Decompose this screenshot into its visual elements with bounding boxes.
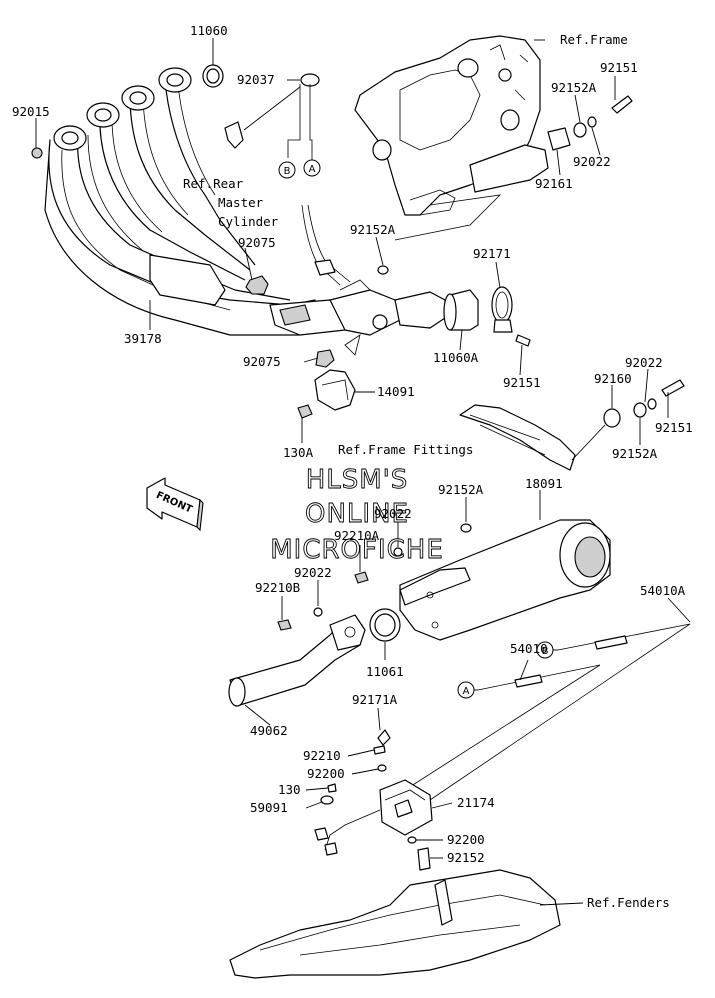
label-130a: 130A xyxy=(283,445,314,460)
label-54010: 54010 xyxy=(510,641,548,656)
washer-92022-low2 xyxy=(313,607,323,617)
cable-54010 xyxy=(404,664,601,791)
washer-92152a-mid xyxy=(377,265,389,275)
gasket-11061 xyxy=(369,608,401,642)
label-92022-low2: 92022 xyxy=(294,565,332,580)
screw-130 xyxy=(327,783,337,793)
label-92161: 92161 xyxy=(535,176,573,191)
sleeve-11060a xyxy=(443,289,479,331)
label-92152a-right: 92152A xyxy=(612,446,658,461)
label-ref-fenders: Ref.Fenders xyxy=(587,895,670,910)
watermark: HLSM'S ONLINE MICROFICHE xyxy=(270,465,444,566)
gasket-11060 xyxy=(202,64,224,88)
label-54010a: 54010A xyxy=(640,583,686,598)
frame-fittings-bracket xyxy=(459,379,685,471)
clamp-92171 xyxy=(491,286,513,333)
bolt-92151-mid xyxy=(515,334,531,347)
callout-b-bottom: B xyxy=(536,641,554,659)
label-130: 130 xyxy=(278,782,301,797)
label-92200-top: 92200 xyxy=(307,766,345,781)
label-92022-right: 92022 xyxy=(625,355,663,370)
label-92015: 92015 xyxy=(12,104,50,119)
washer-92152 xyxy=(417,847,431,871)
svg-text:HLSM'S: HLSM'S xyxy=(306,465,409,495)
nut-92210a xyxy=(354,571,369,584)
label-92152a-top: 92152A xyxy=(551,80,597,95)
frame-illustration xyxy=(354,35,549,241)
svg-text:MICROFICHE: MICROFICHE xyxy=(270,535,444,565)
label-ref-frame-fittings: Ref.Frame Fittings xyxy=(338,442,473,457)
svg-text:A: A xyxy=(309,164,316,175)
pipe-49062 xyxy=(228,614,366,707)
label-92152a-mid: 92152A xyxy=(350,222,396,237)
label-92075-bottom: 92075 xyxy=(243,354,281,369)
label-18091: 18091 xyxy=(525,476,563,491)
callout-a-bottom: A xyxy=(457,681,475,699)
label-92210a: 92210A xyxy=(334,528,380,543)
label-92151-mid: 92151 xyxy=(503,375,541,390)
label-21174: 21174 xyxy=(457,795,495,810)
label-92151-right: 92151 xyxy=(655,420,693,435)
label-92210: 92210 xyxy=(303,748,341,763)
svg-text:B: B xyxy=(542,646,549,657)
label-92152: 92152 xyxy=(447,850,485,865)
label-master: Master xyxy=(218,195,264,210)
nut-92015 xyxy=(31,147,43,159)
nut-92210 xyxy=(373,745,386,755)
label-92200-bottom: 92200 xyxy=(447,832,485,847)
label-92171a: 92171A xyxy=(352,692,398,707)
actuator-21174 xyxy=(314,779,433,856)
cable-54010a xyxy=(429,623,691,801)
label-11060: 11060 xyxy=(190,23,228,38)
label-11061: 11061 xyxy=(366,664,404,679)
front-arrow-icon: FRONT xyxy=(146,477,204,532)
label-92152a-low: 92152A xyxy=(438,482,484,497)
svg-text:B: B xyxy=(284,166,291,177)
cable-routing xyxy=(287,84,351,286)
label-ref-frame: Ref.Frame xyxy=(560,32,628,47)
hardware-top-right xyxy=(547,95,633,151)
fender-illustration xyxy=(229,869,561,979)
clamp-92037 xyxy=(224,73,320,149)
label-92171: 92171 xyxy=(473,246,511,261)
label-92037: 92037 xyxy=(237,72,275,87)
callout-b-top: B xyxy=(278,161,296,179)
bracket-92171a xyxy=(377,729,391,746)
leader-lines xyxy=(35,38,691,906)
nut-92075 xyxy=(245,275,335,368)
label-49062: 49062 xyxy=(250,723,288,738)
label-92022-low: 92022 xyxy=(374,506,412,521)
nut-92210b xyxy=(277,619,292,631)
collar-92200-top xyxy=(377,764,387,772)
washer-92022-low xyxy=(393,547,403,557)
muffler-18091 xyxy=(399,519,611,641)
label-92022-top: 92022 xyxy=(573,154,611,169)
label-59091: 59091 xyxy=(250,800,288,815)
header-pipe-assembly xyxy=(44,67,446,336)
svg-text:ONLINE: ONLINE xyxy=(305,499,409,529)
label-cylinder: Cylinder xyxy=(218,214,279,229)
label-11060a: 11060A xyxy=(433,350,479,365)
washer-92152a-low xyxy=(460,523,472,533)
part-labels: 11060 92037 92015 Ref.Rear Master Cylind… xyxy=(12,23,693,910)
collar-92200-bottom xyxy=(407,836,417,844)
label-92075-top: 92075 xyxy=(238,235,276,250)
label-92160: 92160 xyxy=(594,371,632,386)
callout-a-top: A xyxy=(303,159,321,177)
label-92151-top: 92151 xyxy=(600,60,638,75)
bolt-130a xyxy=(297,404,313,419)
grommet-59091 xyxy=(320,795,334,805)
svg-text:A: A xyxy=(463,686,470,697)
label-92210b: 92210B xyxy=(255,580,300,595)
label-14091: 14091 xyxy=(377,384,415,399)
cover-14091 xyxy=(314,334,361,411)
label-39178: 39178 xyxy=(124,331,162,346)
label-ref-rear: Ref.Rear xyxy=(183,176,244,191)
